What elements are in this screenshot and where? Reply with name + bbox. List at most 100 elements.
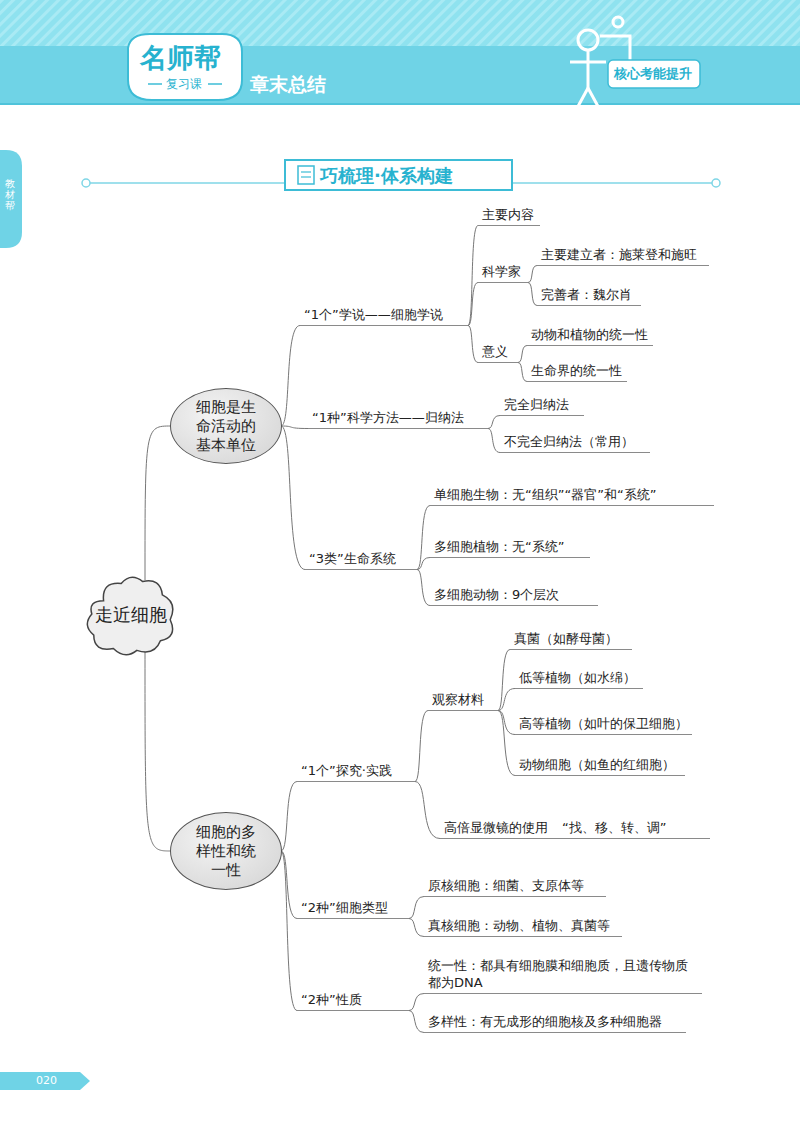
branch-line	[468, 226, 478, 326]
node-label: 多细胞动物：9个层次	[434, 587, 559, 602]
topic-ellipse: 细胞的多样性和统一性	[170, 812, 282, 890]
node-label: 高等植物（如叶的保卫细胞）	[519, 716, 688, 731]
branch-text: “1个”探究·实践	[297, 762, 415, 782]
branch-text: 主要建立者：施莱登和施旺	[537, 246, 709, 266]
branch-text: 统一性：都具有细胞膜和细胞质，且遗传物质都为DNA	[424, 957, 702, 994]
node-label: 多样性：有无成形的细胞核及多种细胞器	[428, 1014, 662, 1029]
branch-text: 真核细胞：动物、植物、真菌等	[424, 917, 622, 937]
branch-text: 多细胞动物：9个层次	[430, 586, 598, 606]
branch-line	[281, 851, 297, 1011]
branch-text: 多样性：有无成形的细胞核及多种细胞器	[424, 1013, 686, 1033]
node-label: 主要内容	[482, 207, 534, 222]
node-label: “1种”科学方法——归纳法	[312, 410, 464, 425]
branch-line	[518, 363, 527, 382]
branch-line	[409, 1011, 424, 1033]
branch-text: 意义	[478, 343, 518, 363]
branch-text: “2种”细胞类型	[297, 899, 409, 919]
branch-line	[468, 326, 478, 363]
node-label: 观察材料	[432, 692, 484, 707]
node-label: 真核细胞：动物、植物、真菌等	[428, 918, 610, 933]
branch-line	[417, 506, 430, 570]
branch-line	[468, 283, 478, 326]
chapter-heading: 章末总结	[250, 72, 326, 98]
section-title: 巧梳理·体系构建	[320, 164, 453, 188]
node-label: “3类”生命系统	[309, 551, 396, 566]
node-label: 统一性：都具有细胞膜和细胞质，且遗传物质都为DNA	[428, 958, 688, 990]
branch-text: 真菌（如酵母菌）	[510, 630, 632, 650]
node-label: 低等植物（如水绵）	[519, 670, 636, 685]
branch-line	[415, 711, 428, 782]
branch-line	[409, 994, 424, 1011]
node-label: “1个”探究·实践	[301, 763, 392, 778]
branch-text: “3类”生命系统	[305, 550, 417, 570]
branch-text: 完善者：魏尔肖	[537, 286, 641, 306]
node-label: 高倍显微镜的使用	[444, 820, 548, 835]
logo-subtitle: 复习课	[166, 76, 202, 93]
node-label: 原核细胞：细菌、支原体等	[428, 878, 584, 893]
branch-text: 动物和植物的统一性	[527, 326, 653, 346]
branch-line	[281, 326, 300, 427]
branch-line	[417, 570, 430, 606]
node-label: 走近细胞	[95, 603, 167, 627]
branch-line	[498, 711, 515, 735]
node-label: “2种”细胞类型	[301, 900, 388, 915]
node-label: 动物细胞（如鱼的红细胞）	[519, 757, 675, 772]
branch-text: 多细胞植物：无“系统”	[430, 538, 590, 558]
node-label: 意义	[482, 344, 508, 359]
node-label: 多细胞植物：无“系统”	[434, 539, 564, 554]
branch-text: 观察材料	[428, 691, 498, 711]
branch-line	[488, 429, 500, 453]
branch-text: 高等植物（如叶的保卫细胞）	[515, 715, 692, 735]
branch-line	[498, 689, 515, 711]
node-label: 生命界的统一性	[531, 363, 622, 378]
node-label: 主要建立者：施莱登和施旺	[541, 247, 697, 262]
branch-line	[417, 558, 430, 570]
node-label: 科学家	[482, 264, 521, 279]
node-label: 完善者：魏尔肖	[541, 287, 632, 302]
branch-line	[281, 426, 308, 429]
branch-text: 原核细胞：细菌、支原体等	[424, 877, 606, 897]
branch-text: 不完全归纳法（常用）	[500, 433, 650, 453]
branch-line	[518, 346, 527, 363]
branch-line	[409, 919, 424, 937]
branch-line	[498, 711, 515, 776]
node-label: 细胞是生命活动的基本单位	[195, 398, 257, 455]
root-cloud: 走近细胞	[82, 572, 180, 658]
node-label: “2种”性质	[301, 992, 362, 1007]
node-label: 单细胞生物：无“组织”“器官”和“系统”	[434, 487, 656, 502]
branch-text: “1种”科学方法——归纳法	[308, 409, 488, 429]
page-number: 020	[36, 1074, 57, 1087]
branch-text: 单细胞生物：无“组织”“器官”和“系统”	[430, 486, 714, 506]
branch-line	[409, 897, 424, 919]
branch-line	[528, 283, 537, 306]
branch-text: 低等植物（如水绵）	[515, 669, 643, 689]
node-note: “找、移、转、调”	[562, 820, 666, 835]
side-tab: 教材帮	[5, 178, 15, 211]
branch-text: 主要内容	[478, 206, 540, 226]
branch-line	[281, 782, 297, 852]
branch-line	[281, 426, 305, 570]
branch-text: 动物细胞（如鱼的红细胞）	[515, 756, 685, 776]
branch-text: 完全归纳法	[500, 396, 584, 416]
branch-line	[488, 416, 500, 429]
branch-text: 高倍显微镜的使用 “找、移、转、调”	[440, 819, 710, 839]
branch-line	[145, 426, 171, 580]
branch-line	[145, 650, 171, 851]
logo-title: 名师帮	[140, 40, 221, 76]
branch-text: 科学家	[478, 263, 528, 283]
node-label: 真菌（如酵母菌）	[514, 631, 618, 646]
branch-text: “1个”学说——细胞学说	[300, 306, 468, 326]
branch-text: “2种”性质	[297, 991, 409, 1011]
node-label: 动物和植物的统一性	[531, 327, 648, 342]
section-tag: 核心考能提升	[614, 65, 692, 83]
branch-text: 生命界的统一性	[527, 362, 627, 382]
node-label: 细胞的多样性和统一性	[195, 823, 257, 880]
node-label: 完全归纳法	[504, 397, 569, 412]
topic-ellipse: 细胞是生命活动的基本单位	[170, 388, 282, 464]
node-label: “1个”学说——细胞学说	[304, 307, 443, 322]
branch-line	[415, 782, 440, 839]
branch-line	[281, 851, 297, 919]
node-label: 不完全归纳法（常用）	[504, 434, 634, 449]
branch-line	[528, 266, 537, 283]
